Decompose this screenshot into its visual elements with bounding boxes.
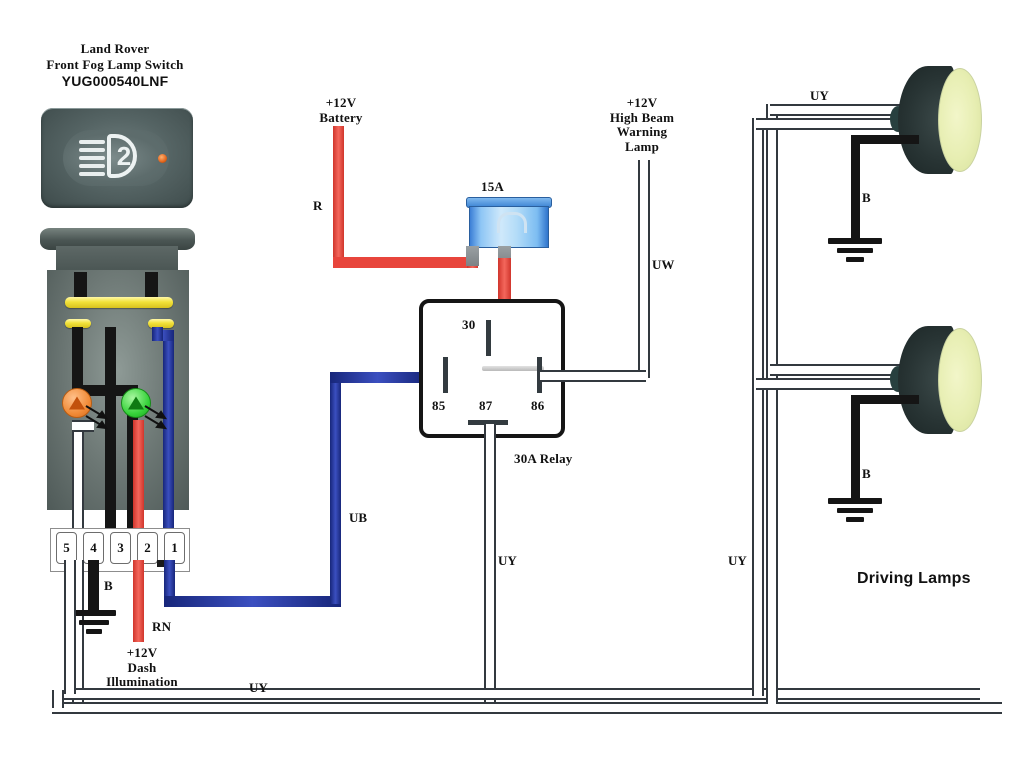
lamp-lens	[938, 328, 982, 432]
lamp1-ground-horizontal	[851, 135, 919, 144]
indicator-led	[158, 154, 167, 163]
led-triangle-icon	[69, 396, 85, 410]
internal-black-wire-center	[105, 327, 116, 537]
contact-bar-left	[65, 319, 91, 328]
battery-wire-code: R	[313, 198, 323, 213]
lamp2-ground-code: B	[862, 466, 871, 481]
relay-terminal-86-contact	[537, 357, 542, 393]
internal-red-wire	[133, 420, 144, 538]
switch-blue-wire-code: UB	[349, 510, 368, 525]
lamp1-ground-code: B	[862, 190, 871, 205]
lamp2-feed-wire-upper	[770, 364, 912, 376]
battery-red-wire-vertical	[333, 126, 344, 268]
fuse-element-icon	[497, 212, 527, 233]
fuse-blade-left	[466, 246, 479, 266]
relay-terminal-85-label: 85	[432, 398, 446, 413]
blue-wire-horizontal-bottom	[164, 596, 341, 607]
high-beam-white-wire-to-relay	[540, 370, 646, 382]
diagram-title-line-1: Land Rover	[80, 41, 150, 56]
led-emission-arrows	[85, 405, 168, 430]
bottom-bus-wire-outer	[52, 702, 1002, 714]
lamp2-ground-symbol	[828, 498, 882, 522]
blue-wire-vertical-to-relay	[330, 372, 341, 604]
lamp-lens	[938, 68, 982, 172]
relay-terminal-86-label: 86	[531, 398, 545, 413]
fog-lamp-icon-bar	[79, 164, 105, 168]
high-beam-white-wire-vertical	[638, 160, 650, 378]
driving-lamp-top	[890, 66, 982, 174]
lamp1-feed-code: UY	[810, 88, 829, 103]
contact-bar-right	[148, 319, 174, 328]
right-branch-wire-code: UY	[728, 553, 747, 568]
internal-blue-wire-jog	[152, 330, 174, 341]
switch-cap	[40, 228, 195, 250]
lamp1-ground-symbol	[828, 238, 882, 262]
fog-lamp-icon-bar	[79, 156, 105, 160]
blue-wire-from-connector	[164, 560, 175, 607]
lamp1-feed-wire	[756, 118, 912, 130]
relay-terminal-30-contact	[486, 320, 491, 356]
bottom-bus-left-riser-inner	[64, 560, 76, 694]
internal-black-wire-branch	[127, 396, 138, 538]
internal-black-wire-left	[72, 327, 83, 395]
switch-ground-label: B	[104, 578, 113, 593]
relay-coil-symbol	[482, 366, 544, 371]
fog-lamp-icon	[79, 140, 105, 144]
lamp1-ground-vertical	[851, 135, 860, 239]
connector-nub	[157, 560, 164, 567]
switch-terminal-1[interactable]: 1	[164, 532, 185, 564]
fog-lamp-rocker-switch[interactable]: 2	[41, 108, 193, 208]
relay-terminal-85-contact	[443, 357, 448, 393]
green-led-symbol	[121, 388, 151, 418]
bottom-bus-wire-inner	[64, 688, 980, 700]
battery-label: +12V Battery	[319, 95, 363, 125]
lamp2-ground-vertical	[851, 395, 860, 499]
relay-name-label: 30A Relay	[514, 451, 573, 466]
switch-post-right	[145, 272, 158, 300]
lamp1-feed-wire-upper	[770, 104, 912, 116]
lamp2-ground-horizontal	[851, 395, 919, 404]
relay-terminal-87-label: 87	[479, 398, 493, 413]
fuse-rating-label: 15A	[481, 179, 504, 194]
ground-wire-black	[88, 560, 99, 612]
led-triangle-icon	[128, 396, 144, 410]
high-beam-label: +12V High Beam Warning Lamp	[609, 95, 675, 154]
internal-white-wire	[72, 420, 84, 538]
orange-led-symbol	[62, 388, 92, 418]
bottom-bus-left-riser-outer	[52, 690, 64, 708]
switch-terminal-3[interactable]: 3	[110, 532, 131, 564]
switch-ground-symbol	[72, 610, 116, 634]
internal-blue-wire-stub	[152, 327, 163, 341]
diagram-title-line-2: Front Fog Lamp Switch	[46, 57, 184, 72]
switch-neck	[56, 246, 178, 272]
fog-lamp-icon-bar	[79, 172, 105, 176]
driving-lamps-caption: Driving Lamps	[857, 570, 971, 587]
battery-red-wire-horizontal	[333, 257, 478, 268]
blue-wire-to-relay-85	[330, 372, 425, 383]
relay-terminal-87-contact	[468, 420, 508, 425]
dash-illumination-label: +12V Dash Illumination	[106, 645, 178, 690]
right-riser-outer	[766, 104, 778, 704]
right-riser-inner	[752, 118, 764, 696]
fog-lamp-icon-bar	[79, 148, 105, 152]
contact-bar-main	[65, 297, 173, 308]
internal-white-wire-jog	[72, 420, 94, 432]
dash-illumination-red-wire	[133, 560, 144, 642]
rocker-number-label: 2	[116, 141, 132, 171]
bottom-bus-wire-code: UY	[249, 680, 268, 695]
lamp2-feed-wire	[756, 378, 912, 390]
switch-post-left	[74, 272, 87, 300]
dash-illumination-code: RN	[152, 619, 172, 634]
diagram-title-part-number: YUG000540LNF	[61, 73, 169, 89]
switch-terminal-2[interactable]: 2	[137, 532, 158, 564]
relay-output-wire-code: UY	[498, 553, 517, 568]
relay-terminal-30-label: 30	[462, 317, 476, 332]
relay-output-white-wire	[484, 424, 496, 706]
driving-lamp-bottom	[890, 326, 982, 434]
fog-lamp-lens-icon	[107, 134, 137, 178]
internal-blue-wire-vertical	[163, 340, 174, 540]
high-beam-wire-code: UW	[652, 257, 675, 272]
